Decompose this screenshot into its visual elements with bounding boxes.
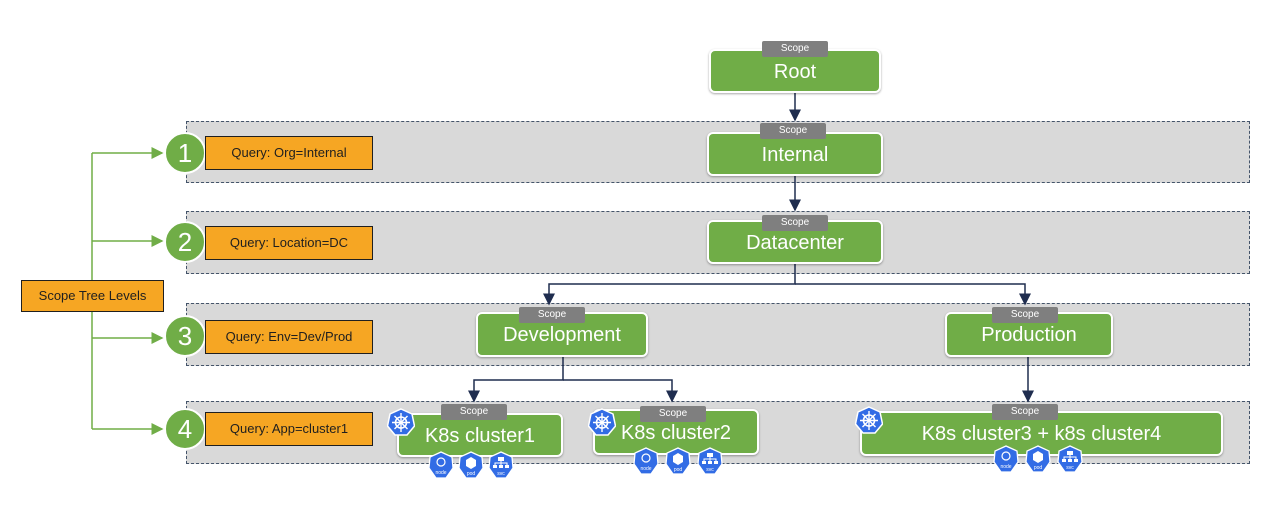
node-cluster34-label: K8s cluster3 + k8s cluster4 [921, 423, 1162, 445]
scope-tag-cluster1: Scope [441, 404, 507, 420]
svg-text:svc: svc [706, 467, 714, 473]
query-label-4: Query: App=cluster1 [205, 412, 373, 446]
node-icon: node [633, 447, 659, 475]
scope-tag-cluster34: Scope [992, 404, 1058, 420]
svg-text:svc: svc [1066, 465, 1074, 471]
svc-icon: svc [488, 451, 514, 479]
svc-icon: svc [697, 447, 723, 475]
edge-development-cluster1 [468, 357, 564, 403]
query-label-1: Query: Org=Internal [205, 136, 373, 170]
node-production-label: Production [981, 324, 1077, 346]
node-icon: node [993, 445, 1019, 473]
node-internal-label: Internal [761, 144, 829, 166]
scope-tag-root: Scope [762, 41, 828, 57]
level-number-2: 2 [164, 221, 206, 263]
scope-tag-development: Scope [519, 307, 585, 323]
resource-icons-cluster34: node pod svc [993, 445, 1089, 477]
resource-icons-cluster2: node pod svc [633, 447, 729, 479]
query-label-2: Query: Location=DC [205, 226, 373, 260]
kubernetes-icon [387, 408, 415, 436]
svg-text:node: node [640, 466, 651, 472]
node-internal[interactable]: Internal [707, 132, 883, 176]
svg-text:svc: svc [497, 471, 505, 477]
edge-datacenter-production [795, 283, 1031, 306]
node-cluster1[interactable]: K8s cluster1 [397, 413, 563, 457]
pod-icon: pod [458, 451, 484, 479]
node-icon: node [428, 451, 454, 479]
edge-datacenter-split [543, 264, 796, 306]
level-number-3: 3 [164, 315, 206, 357]
kubernetes-icon [588, 408, 616, 436]
svg-text:pod: pod [674, 467, 683, 473]
scope-tag-datacenter: Scope [762, 215, 828, 231]
resource-icons-cluster1: node pod svc [428, 451, 524, 483]
pod-icon: pod [665, 447, 691, 475]
node-root-label: Root [773, 61, 817, 83]
node-datacenter[interactable]: Datacenter [707, 220, 883, 264]
node-cluster1-label: K8s cluster1 [424, 425, 536, 447]
svc-icon: svc [1057, 445, 1083, 473]
svg-text:pod: pod [467, 471, 476, 477]
edge-development-cluster2 [563, 379, 678, 403]
level-number-4: 4 [164, 408, 206, 450]
svg-text:pod: pod [1034, 465, 1043, 471]
kubernetes-icon [855, 406, 883, 434]
node-development-label: Development [503, 324, 621, 346]
level-number-1: 1 [164, 132, 206, 174]
node-datacenter-label: Datacenter [746, 232, 844, 254]
node-cluster2-label: K8s cluster2 [620, 422, 732, 444]
svg-text:node: node [435, 470, 446, 476]
scope-tag-cluster2: Scope [640, 406, 706, 422]
query-label-3: Query: Env=Dev/Prod [205, 320, 373, 354]
scope-tree-levels-legend: Scope Tree Levels [21, 280, 164, 312]
pod-icon: pod [1025, 445, 1051, 473]
scope-tag-production: Scope [992, 307, 1058, 323]
scope-tag-internal: Scope [760, 123, 826, 139]
svg-text:node: node [1000, 464, 1011, 470]
